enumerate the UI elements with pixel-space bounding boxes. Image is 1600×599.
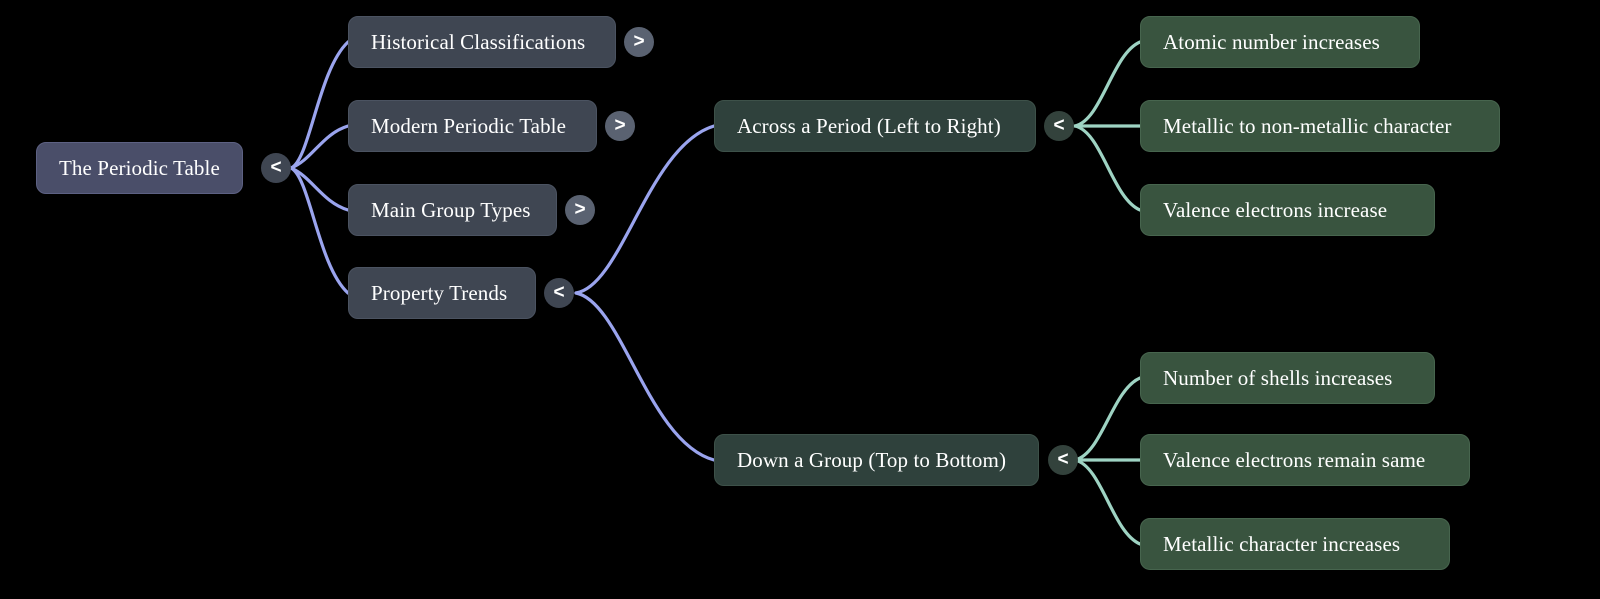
- node-main-group-types[interactable]: Main Group Types: [348, 184, 557, 236]
- node-label: Main Group Types: [371, 197, 531, 222]
- node-label: Historical Classifications: [371, 29, 586, 54]
- toggle-root[interactable]: <: [261, 153, 291, 183]
- chevron-left-icon: <: [1057, 448, 1069, 470]
- node-label: Property Trends: [371, 280, 508, 305]
- node-label: Valence electrons increase: [1163, 197, 1388, 222]
- edge-group-leaf-3: [1073, 458, 1142, 546]
- edge-group-trends: [574, 124, 716, 462]
- edge-trends-group: [574, 291, 716, 462]
- chevron-left-icon: <: [553, 281, 565, 303]
- chevron-left-icon: <: [270, 156, 282, 178]
- leaf-atomic-number-increases[interactable]: Atomic number increases: [1140, 16, 1420, 68]
- node-label: Metallic character increases: [1163, 531, 1401, 556]
- edge-root-modern: [289, 124, 350, 170]
- edge-group-group: [1073, 376, 1142, 546]
- edge-trends-period: [574, 124, 716, 295]
- chevron-right-icon: >: [614, 114, 626, 136]
- node-root[interactable]: The Periodic Table: [36, 142, 243, 194]
- node-root-label: The Periodic Table: [59, 155, 220, 180]
- edge-period-leaf-1: [1073, 40, 1142, 128]
- edge-group-root: [289, 40, 350, 295]
- toggle-across-a-period[interactable]: <: [1044, 111, 1074, 141]
- leaf-metallic-character-increases[interactable]: Metallic character increases: [1140, 518, 1450, 570]
- edge-root-trends: [289, 166, 350, 295]
- node-label: Valence electrons remain same: [1163, 447, 1426, 472]
- edge-group-leaf-1: [1073, 376, 1142, 462]
- toggle-main-group-types[interactable]: >: [565, 195, 595, 225]
- edge-group-period: [1073, 40, 1142, 212]
- edge-root-historical: [289, 40, 350, 170]
- node-label: Across a Period (Left to Right): [737, 113, 1001, 138]
- node-label: Number of shells increases: [1163, 365, 1393, 390]
- chevron-left-icon: <: [1053, 114, 1065, 136]
- node-modern-periodic-table[interactable]: Modern Periodic Table: [348, 100, 597, 152]
- node-label: Metallic to non-metallic character: [1163, 113, 1452, 138]
- node-label: Atomic number increases: [1163, 29, 1380, 54]
- node-label: Down a Group (Top to Bottom): [737, 447, 1007, 472]
- edge-root-maingroup: [289, 166, 350, 212]
- leaf-valence-electrons-increase[interactable]: Valence electrons increase: [1140, 184, 1435, 236]
- leaf-valence-electrons-remain-same[interactable]: Valence electrons remain same: [1140, 434, 1470, 486]
- node-property-trends[interactable]: Property Trends: [348, 267, 536, 319]
- leaf-metallic-to-non-metallic-character[interactable]: Metallic to non-metallic character: [1140, 100, 1500, 152]
- toggle-modern-periodic-table[interactable]: >: [605, 111, 635, 141]
- node-down-a-group[interactable]: Down a Group (Top to Bottom): [714, 434, 1039, 486]
- toggle-historical-classifications[interactable]: >: [624, 27, 654, 57]
- chevron-right-icon: >: [633, 30, 645, 52]
- chevron-right-icon: >: [574, 198, 586, 220]
- edge-period-leaf-3: [1073, 124, 1142, 212]
- node-label: Modern Periodic Table: [371, 113, 567, 138]
- toggle-down-a-group[interactable]: <: [1048, 445, 1078, 475]
- toggle-property-trends[interactable]: <: [544, 278, 574, 308]
- node-historical-classifications[interactable]: Historical Classifications: [348, 16, 616, 68]
- leaf-number-of-shells-increases[interactable]: Number of shells increases: [1140, 352, 1435, 404]
- node-across-a-period[interactable]: Across a Period (Left to Right): [714, 100, 1036, 152]
